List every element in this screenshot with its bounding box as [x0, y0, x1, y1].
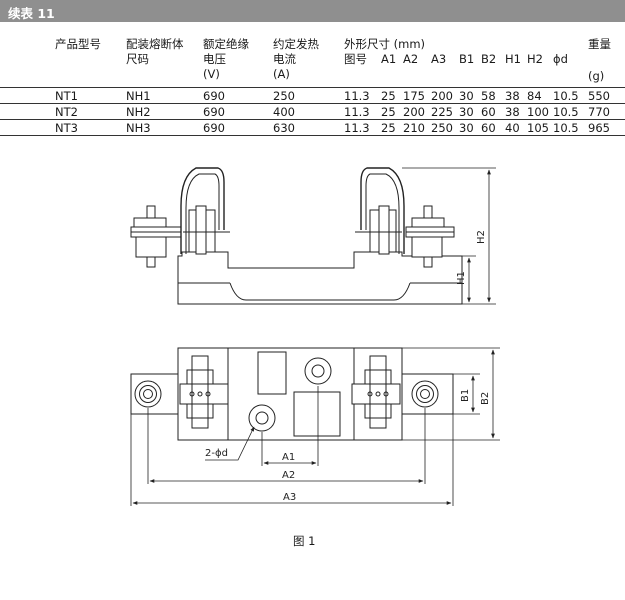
row3-a1: 25 — [381, 121, 396, 135]
col-header-fuse-line2: 尺码 — [126, 52, 149, 66]
dim-label-b2: B2 — [480, 392, 491, 405]
row1-weight: 550 — [588, 89, 610, 103]
row3-h2: 105 — [527, 121, 549, 135]
row2-phi-d: 10.5 — [553, 105, 579, 119]
row1-a1: 25 — [381, 89, 396, 103]
row1-b1: 30 — [459, 89, 474, 103]
row2-a3: 225 — [431, 105, 453, 119]
dim-label-h2: H2 — [476, 230, 487, 244]
col-header-h2: H2 — [527, 52, 543, 66]
col-header-phi-d: ϕd — [553, 52, 568, 66]
row1-h1: 38 — [505, 89, 520, 103]
row2-h2: 100 — [527, 105, 549, 119]
row3-model: NT3 — [55, 121, 78, 135]
row1-figure-no: 11.3 — [344, 89, 370, 103]
row3-h1: 40 — [505, 121, 520, 135]
row1-a2: 175 — [403, 89, 425, 103]
col-header-weight-unit: (g) — [588, 69, 605, 83]
col-header-a1: A1 — [381, 52, 397, 66]
col-header-dims-group: 外形尺寸 (mm) — [344, 37, 426, 51]
row2-rule — [0, 119, 625, 120]
row3-weight: 965 — [588, 121, 610, 135]
col-header-voltage-line2: 电压 — [203, 52, 226, 66]
row3-figure-no: 11.3 — [344, 121, 370, 135]
row3-phi-d: 10.5 — [553, 121, 579, 135]
row2-current: 400 — [273, 105, 295, 119]
top-view-dimensions — [130, 347, 500, 506]
dim-label-a2: A2 — [282, 470, 295, 481]
row2-a1: 25 — [381, 105, 396, 119]
row3-a3: 250 — [431, 121, 453, 135]
row2-a2: 200 — [403, 105, 425, 119]
col-header-b1: B1 — [459, 52, 475, 66]
row3-a2: 210 — [403, 121, 425, 135]
row3-current: 630 — [273, 121, 295, 135]
col-header-h1: H1 — [505, 52, 521, 66]
col-header-a3: A3 — [431, 52, 447, 66]
dim-label-b1: B1 — [460, 389, 471, 402]
row2-weight: 770 — [588, 105, 610, 119]
col-header-model: 产品型号 — [55, 37, 101, 51]
row3-rule — [0, 135, 625, 136]
dim-label-a3: A3 — [283, 492, 296, 503]
dim-label-hole: 2-ϕd — [205, 448, 228, 459]
top-view — [130, 347, 454, 441]
dim-label-h1: H1 — [456, 271, 467, 285]
row3-b2: 60 — [481, 121, 496, 135]
row2-model: NT2 — [55, 105, 78, 119]
side-view — [130, 167, 463, 305]
row2-fuse: NH2 — [126, 105, 151, 119]
table-header-bar: 续表 11 — [0, 0, 625, 22]
col-header-figure-no: 图号 — [344, 52, 367, 66]
dim-label-a1: A1 — [282, 452, 295, 463]
col-header-voltage-line1: 额定绝缘 — [203, 37, 249, 51]
col-header-fuse-line1: 配装熔断体 — [126, 37, 184, 51]
row2-b1: 30 — [459, 105, 474, 119]
col-header-current-line1: 约定发热 — [273, 37, 319, 51]
figure-caption: 图 1 — [293, 534, 316, 548]
col-header-a2: A2 — [403, 52, 419, 66]
row2-b2: 60 — [481, 105, 496, 119]
col-header-current-unit: (A) — [273, 67, 290, 81]
row2-figure-no: 11.3 — [344, 105, 370, 119]
side-view-dimensions — [402, 167, 496, 305]
row1-rule — [0, 103, 625, 104]
row1-phi-d: 10.5 — [553, 89, 579, 103]
row1-current: 250 — [273, 89, 295, 103]
col-header-voltage-unit: (V) — [203, 67, 220, 81]
col-header-current-line2: 电流 — [273, 52, 296, 66]
col-header-weight: 重量 — [588, 37, 611, 51]
row3-voltage: 690 — [203, 121, 225, 135]
row1-h2: 84 — [527, 89, 542, 103]
row3-b1: 30 — [459, 121, 474, 135]
row3-fuse: NH3 — [126, 121, 151, 135]
row1-model: NT1 — [55, 89, 78, 103]
row1-fuse: NH1 — [126, 89, 151, 103]
row1-b2: 58 — [481, 89, 496, 103]
table-continuation-title: 续表 11 — [8, 6, 55, 21]
row2-voltage: 690 — [203, 105, 225, 119]
row2-h1: 38 — [505, 105, 520, 119]
col-header-b2: B2 — [481, 52, 497, 66]
header-rule — [0, 87, 625, 88]
row1-voltage: 690 — [203, 89, 225, 103]
row1-a3: 200 — [431, 89, 453, 103]
